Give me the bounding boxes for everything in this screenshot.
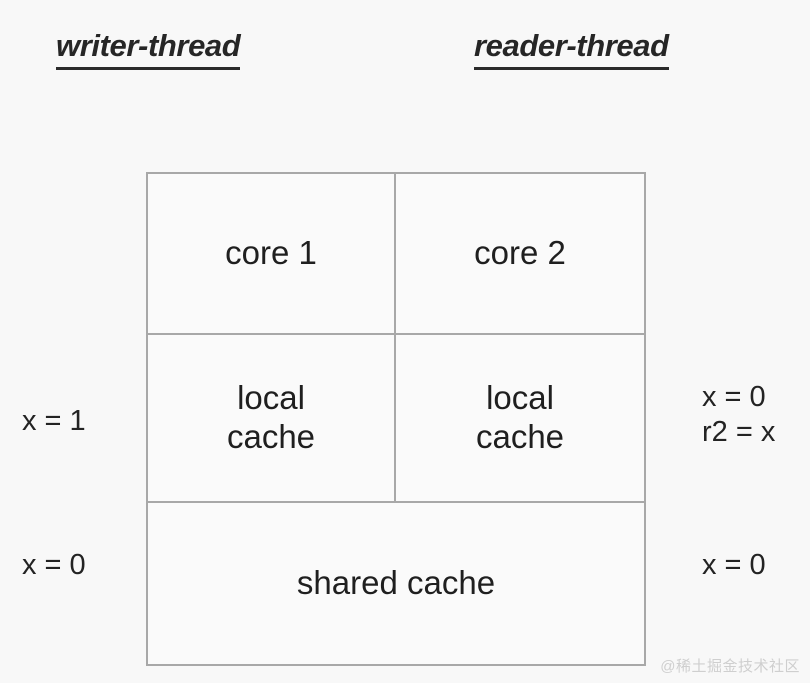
reader-shared-cache-annotation: x = 0	[702, 548, 766, 583]
writer-shared-cache-value: x = 0	[22, 549, 86, 581]
table-row: shared cache	[148, 503, 644, 664]
reader-thread-label: reader-thread	[474, 28, 669, 70]
reader-thread-header: reader-thread	[474, 28, 669, 70]
local-cache-2-line-2: cache	[475, 418, 565, 455]
reader-local-cache-annotation: x = 0 r2 = x	[702, 380, 775, 451]
core-2-label: core 2	[474, 234, 566, 272]
writer-shared-cache-annotation: x = 0	[22, 548, 86, 583]
writer-local-cache-annotation: x = 1	[22, 404, 86, 439]
cell-local-cache-2: local cache	[396, 335, 644, 501]
memory-hierarchy-table: core 1 core 2 local cache local cache	[146, 172, 646, 666]
local-cache-1-line-1: local	[237, 379, 305, 417]
table-row: core 1 core 2	[148, 174, 644, 335]
cell-core-2: core 2	[396, 174, 644, 333]
local-cache-1-label: local cache	[227, 379, 315, 457]
table-row: local cache local cache	[148, 335, 644, 503]
reader-shared-cache-value: x = 0	[702, 549, 766, 581]
writer-thread-label: writer-thread	[56, 28, 241, 70]
shared-cache-label: shared cache	[296, 564, 496, 602]
writer-local-cache-value: x = 1	[22, 405, 86, 437]
watermark: @稀土掘金技术社区	[660, 658, 800, 675]
local-cache-2-line-1: local	[486, 379, 554, 417]
cell-shared-cache: shared cache	[148, 503, 644, 664]
writer-thread-header: writer-thread	[56, 28, 241, 70]
cell-local-cache-1: local cache	[148, 335, 396, 501]
local-cache-1-line-2: cache	[226, 418, 316, 455]
cell-core-1: core 1	[148, 174, 396, 333]
local-cache-2-label: local cache	[476, 379, 564, 457]
core-1-label: core 1	[225, 234, 317, 272]
reader-local-cache-value: x = 0	[702, 381, 766, 413]
reader-local-cache-read: r2 = x	[702, 416, 776, 449]
